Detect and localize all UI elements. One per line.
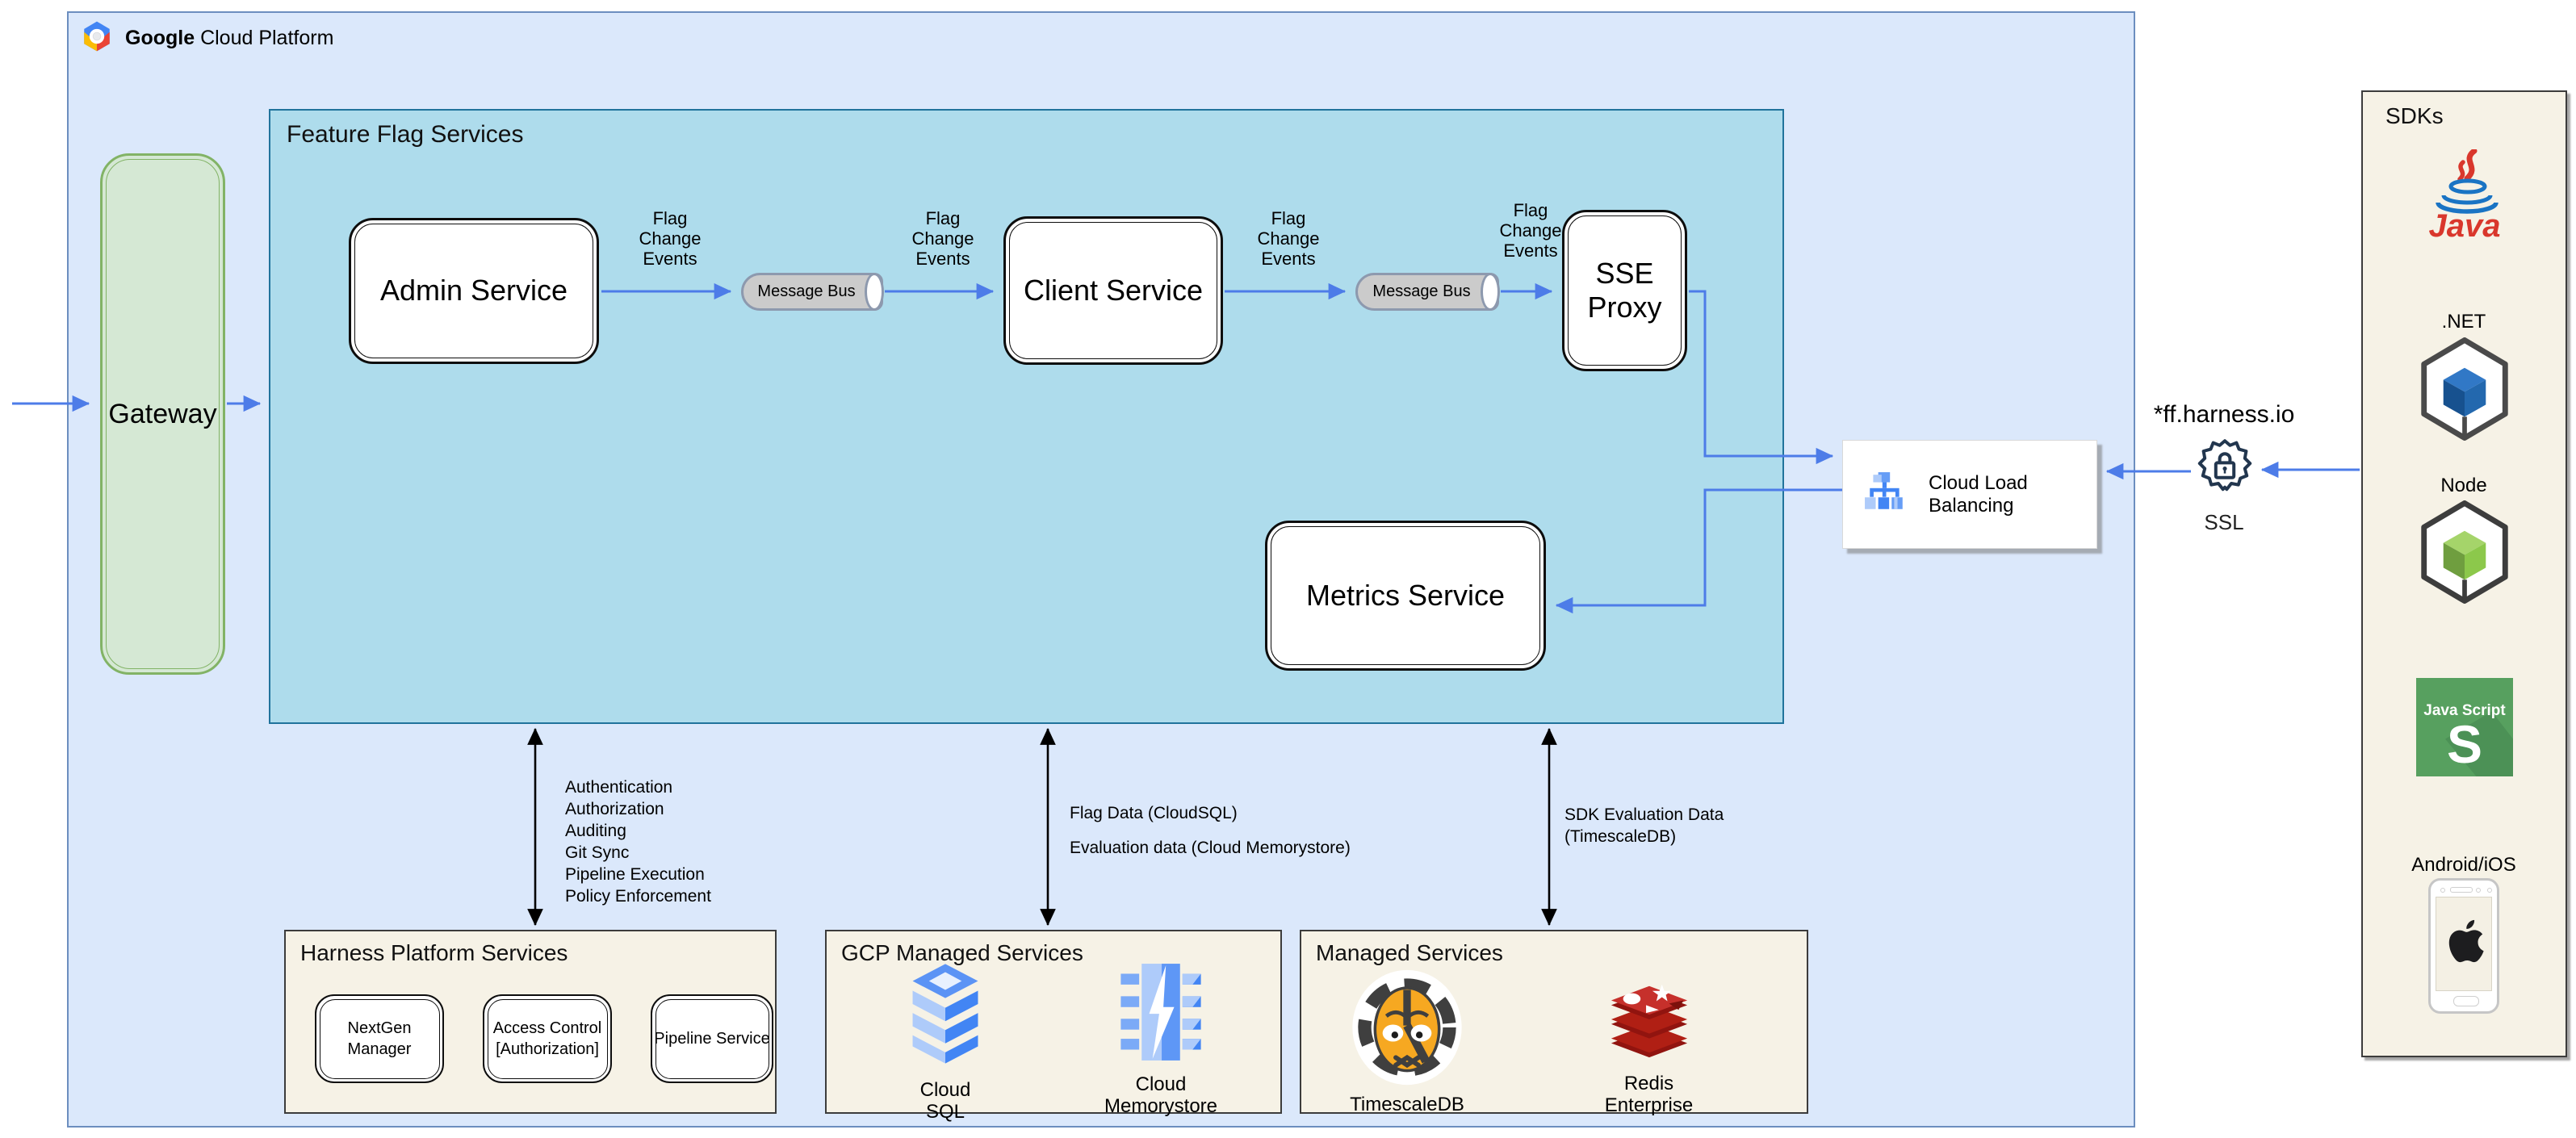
access-control-label-line1: Access Control (492, 1019, 602, 1037)
cloud-sql-item[interactable]: Cloud SQL (903, 962, 987, 1123)
admin-service-box[interactable]: Admin Service (349, 218, 599, 364)
java-sdk-icon[interactable]: Java (2423, 148, 2504, 249)
cloud-memorystore-icon (1119, 962, 1203, 1066)
cloud-load-balancing-box[interactable]: Cloud Load Balancing (1842, 440, 2097, 549)
pipeline-service-label: Pipeline Service (654, 1030, 770, 1048)
cloud-sql-icon (908, 962, 982, 1069)
gateway-label: Gateway (108, 398, 217, 429)
redis-enterprise-icon (1602, 978, 1697, 1066)
gateway-box[interactable]: Gateway (100, 153, 225, 675)
flag-change-events-label-2: Flag Change Events (911, 208, 974, 269)
cylinder-cap-icon (865, 272, 884, 311)
load-balancer-icon (1864, 471, 1908, 518)
timescaledb-label: TimescaleDB (1350, 1094, 1464, 1115)
cylinder-cap-icon (1481, 272, 1500, 311)
gcp-logo-icon (80, 19, 114, 57)
client-service-label: Client Service (1023, 273, 1204, 307)
phone-speaker (2450, 887, 2473, 893)
phone-home-button (2453, 996, 2479, 1006)
message-bus-1-label: Message Bus (757, 282, 856, 300)
ssl-domain-label: *ff.harness.io (2153, 401, 2295, 428)
dotnet-sdk-icon[interactable] (2418, 337, 2511, 445)
cloud-memorystore-item[interactable]: Cloud Memorystore (1104, 962, 1217, 1117)
harness-platform-services-title: Harness Platform Services (300, 940, 568, 965)
gcp-managed-services-title: GCP Managed Services (841, 940, 1083, 965)
metrics-service-box[interactable]: Metrics Service (1265, 521, 1546, 671)
flag-data-annotation: Flag Data (CloudSQL) (1070, 804, 1238, 822)
cloud-sql-label: Cloud SQL (919, 1079, 971, 1123)
sse-proxy-label: SSE Proxy (1587, 256, 1662, 324)
mobile-phone-icon[interactable] (2428, 878, 2499, 1014)
sdks-title: SDKs (2385, 103, 2444, 128)
message-bus-2-label: Message Bus (1372, 282, 1471, 300)
dotnet-label: .NET (2441, 311, 2486, 333)
sdk-evaluation-annotation: SDK Evaluation Data (TimescaleDB) (1564, 805, 1724, 846)
flag-change-events-label-3: Flag Change Events (1257, 208, 1320, 269)
node-label: Node (2440, 475, 2487, 496)
client-service-box[interactable]: Client Service (1003, 216, 1223, 365)
gcp-header-title: Google Cloud Platform (125, 27, 334, 49)
message-bus-2[interactable]: Message Bus (1355, 272, 1500, 311)
pipeline-service-box[interactable]: Pipeline Service (651, 994, 773, 1083)
access-control-box[interactable]: Access Control [Authorization] (483, 994, 612, 1083)
metrics-service-label: Metrics Service (1305, 578, 1506, 612)
managed-services-title: Managed Services (1316, 940, 1503, 965)
javascript-label-s: S (2446, 714, 2483, 774)
timescaledb-icon (1351, 969, 1464, 1090)
javascript-sdk-icon[interactable]: Java Script S (2416, 678, 2513, 776)
platform-services-annotation: Authentication Authorization Auditing Gi… (565, 778, 711, 906)
cloud-memorystore-label: Cloud Memorystore (1104, 1073, 1218, 1117)
phone-sensor-dot (2487, 888, 2492, 893)
gcp-managed-services-box (825, 930, 1282, 1114)
phone-camera-dot (2440, 888, 2445, 893)
nextgen-manager-label: NextGen Manager (347, 1019, 412, 1058)
timescaledb-item[interactable]: TimescaleDB (1347, 969, 1468, 1115)
svg-text:Java: Java (2429, 208, 2501, 244)
ssl-label: SSL (2204, 510, 2244, 534)
phone-sensor-dot (2476, 888, 2481, 893)
access-control-label-line2: [Authorization] (496, 1040, 599, 1058)
feature-flag-services-title: Feature Flag Services (287, 121, 524, 148)
apple-logo-icon (2448, 919, 2485, 967)
redis-enterprise-item[interactable]: Redis Enterprise (1594, 978, 1703, 1116)
message-bus-1[interactable]: Message Bus (741, 272, 884, 311)
flag-change-events-label-4: Flag Change Events (1499, 200, 1562, 261)
ssl-shield-icon (2194, 438, 2256, 507)
redis-enterprise-label: Redis Enterprise (1604, 1073, 1694, 1116)
sse-proxy-box[interactable]: SSE Proxy (1562, 210, 1687, 371)
cloud-load-balancing-label: Cloud Load Balancing (1929, 471, 2028, 517)
evaluation-data-annotation: Evaluation data (Cloud Memorystore) (1070, 839, 1351, 857)
javascript-label-top: Java Script (2423, 702, 2506, 719)
nextgen-manager-box[interactable]: NextGen Manager (315, 994, 444, 1083)
flag-change-events-label-1: Flag Change Events (639, 208, 702, 269)
android-ios-label: Android/iOS (2411, 854, 2516, 876)
admin-service-label: Admin Service (379, 274, 568, 308)
gcp-header: Google Cloud Platform (80, 19, 333, 57)
node-sdk-icon[interactable] (2418, 500, 2511, 608)
